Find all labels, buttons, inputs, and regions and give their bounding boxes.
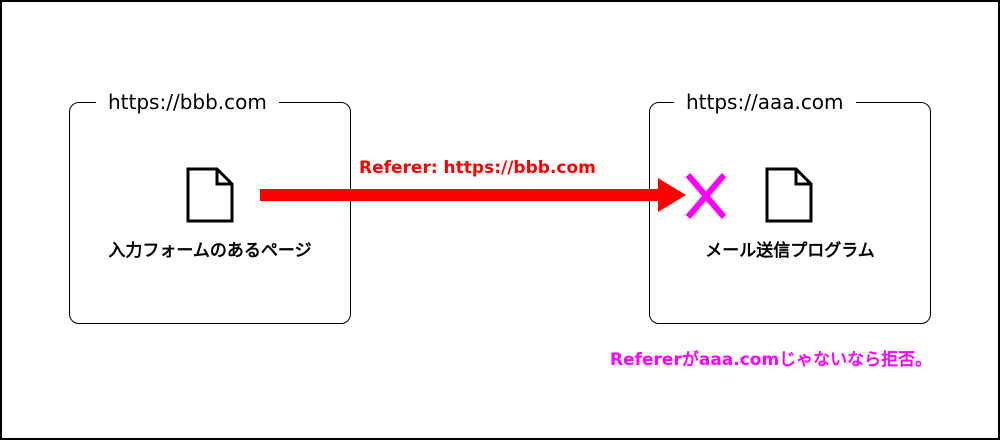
target-site-domain: https://aaa.com	[674, 90, 856, 114]
request-arrow-shaft	[260, 189, 662, 201]
request-arrow-head	[658, 178, 686, 212]
referer-header-label: Referer: https://bbb.com	[359, 158, 596, 178]
cross-icon	[685, 173, 727, 219]
document-icon	[186, 167, 234, 223]
source-page-label: 入力フォームのあるページ	[108, 241, 312, 261]
source-site-domain: https://bbb.com	[96, 90, 279, 114]
rejection-note: Refererがaaa.comじゃないなら拒否。	[610, 350, 933, 370]
document-icon	[765, 167, 813, 223]
request-arrow	[260, 178, 686, 212]
target-page-label: メール送信プログラム	[705, 241, 875, 261]
